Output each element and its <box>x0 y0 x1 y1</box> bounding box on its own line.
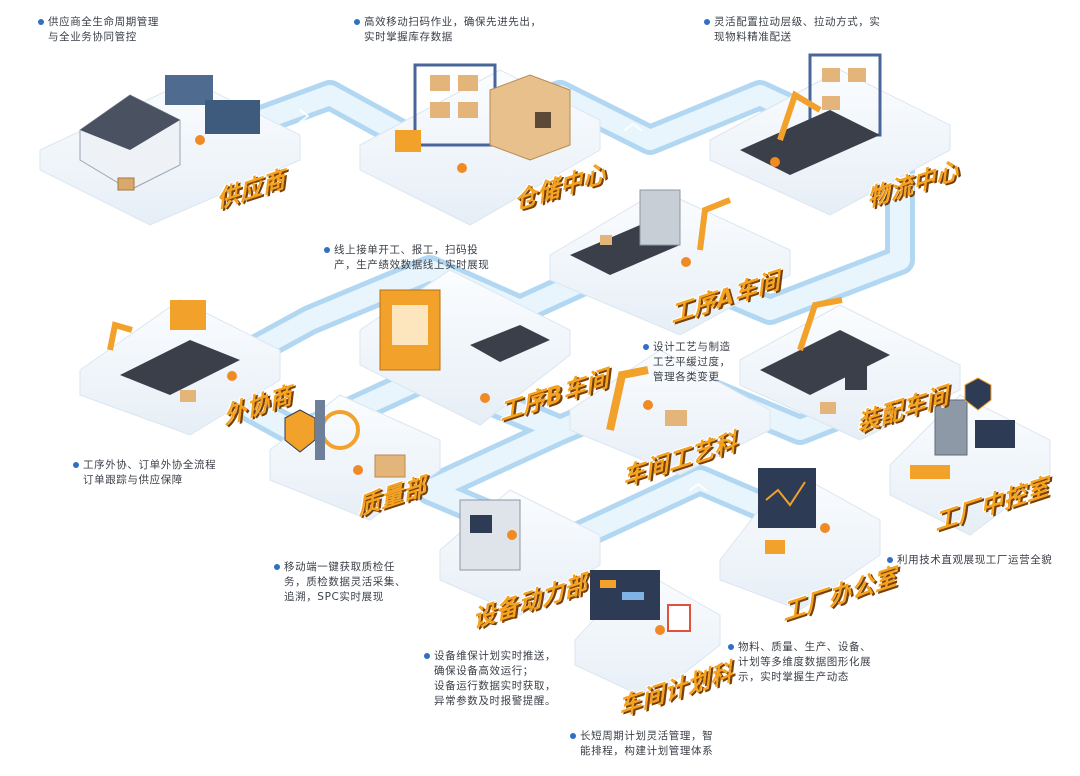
worker-icon <box>643 400 653 410</box>
note-text: 供应商全生命周期管理 与全业务协同管控 <box>48 16 159 43</box>
bullet-dot <box>643 344 649 350</box>
note-control-room: 利用技术直观展现工厂运营全貌 <box>887 553 1053 568</box>
bullet-dot <box>38 19 44 25</box>
note-text: 高效移动扫码作业，确保先进先出， 实时掌握库存数据 <box>364 16 542 43</box>
bullet-dot <box>570 733 576 739</box>
equipment-scene <box>459 499 521 571</box>
worker-icon <box>457 163 467 173</box>
conveyor-icon <box>120 340 240 395</box>
machine-cabinet-icon <box>639 189 681 246</box>
control-room-scene <box>910 377 1015 479</box>
cardboard-box-icon <box>489 74 571 161</box>
cardboard-box-icon <box>117 177 135 191</box>
worker-icon <box>681 257 691 267</box>
note-text: 长短周期计划灵活管理，智 能排程，构建计划管理体系 <box>580 730 714 757</box>
robot-arm-icon <box>797 297 843 351</box>
worker-icon <box>820 523 830 533</box>
machine-cabinet-icon <box>845 360 867 390</box>
note-text: 物料、质量、生产、设备、 计划等多维度数据图形化展 示，实时掌握生产动态 <box>738 641 872 683</box>
server-rack-icon <box>934 399 968 456</box>
bullet-dot <box>73 462 79 468</box>
bullet-dot <box>324 247 330 253</box>
robot-arm-icon <box>697 197 732 251</box>
workshop-b-scene <box>379 289 550 403</box>
note-warehouse: 高效移动扫码作业，确保先进先出， 实时掌握库存数据 <box>354 15 542 45</box>
supplier-scene <box>79 75 260 191</box>
note-text: 灵活配置拉动层级、拉动方式，实 现物料精准配送 <box>714 16 881 43</box>
robot-arm-icon <box>606 366 649 431</box>
robot-arm-icon <box>107 321 133 351</box>
worker-icon <box>195 135 205 145</box>
logistics-scene <box>740 53 882 175</box>
worker-icon <box>655 625 665 635</box>
planning-scene <box>590 570 691 635</box>
office-scene <box>758 468 830 554</box>
note-office: 物料、质量、生产、设备、 计划等多维度数据图形化展 示，实时掌握生产动态 <box>728 640 872 685</box>
note-workshop-b: 线上接单开工、报工，扫码投 产，生产绩效数据线上实时展现 <box>324 243 490 273</box>
note-quality: 移动端一键获取质检任 务，质检数据灵活采集、 追溯，SPC实时展现 <box>274 560 407 605</box>
worker-icon <box>227 371 237 381</box>
note-logistics: 灵活配置拉动层级、拉动方式，实 现物料精准配送 <box>704 15 881 45</box>
note-supplier: 供应商全生命周期管理 与全业务协同管控 <box>38 15 159 45</box>
note-text: 线上接单开工、报工，扫码投 产，生产绩效数据线上实时展现 <box>334 244 490 271</box>
note-process-dept: 设计工艺与制造 工艺平缓过度， 管理各类变更 <box>643 340 731 385</box>
shield-icon <box>964 377 992 411</box>
monitor-icon <box>975 420 1015 448</box>
note-text: 设计工艺与制造 工艺平缓过度， 管理各类变更 <box>653 341 731 383</box>
note-outsourcing: 工序外协、订单外协全流程 订单跟踪与供应保障 <box>73 458 217 488</box>
worker-icon <box>770 157 780 167</box>
robot-arm-icon <box>777 90 822 141</box>
worker-icon <box>353 465 363 475</box>
bullet-dot <box>887 557 893 563</box>
process-dept-scene <box>606 366 687 431</box>
note-equipment: 设备维保计划实时推送， 确保设备高效运行； 设备运行数据实时获取， 异常参数及时… <box>424 649 557 709</box>
worker-icon <box>480 393 490 403</box>
note-text: 工序外协、订单外协全流程 订单跟踪与供应保障 <box>83 459 217 486</box>
conveyor-icon <box>470 325 550 362</box>
note-text: 移动端一键获取质检任 务，质检数据灵活采集、 追溯，SPC实时展现 <box>284 561 407 603</box>
monitor-icon <box>758 468 816 528</box>
warehouse-scene <box>395 63 571 173</box>
forklift-icon <box>395 130 421 152</box>
quality-scene <box>284 400 406 478</box>
conveyor-icon <box>760 330 890 395</box>
worker-icon <box>507 530 517 540</box>
note-text: 设备维保计划实时推送， 确保设备高效运行； 设备运行数据实时获取， 异常参数及时… <box>434 650 557 707</box>
bullet-dot <box>274 564 280 570</box>
machine-cabinet-icon <box>170 300 206 330</box>
note-text: 利用技术直观展现工厂运营全貌 <box>897 554 1053 566</box>
calendar-icon <box>667 604 691 632</box>
bullet-dot <box>424 653 430 659</box>
bullet-dot <box>728 644 734 650</box>
note-planning: 长短周期计划灵活管理，智 能排程，构建计划管理体系 <box>570 729 714 759</box>
bullet-dot <box>704 19 710 25</box>
outsourcing-scene <box>107 300 240 402</box>
bullet-dot <box>354 19 360 25</box>
assembly-scene <box>760 297 890 414</box>
workshop-a-scene <box>570 189 732 275</box>
